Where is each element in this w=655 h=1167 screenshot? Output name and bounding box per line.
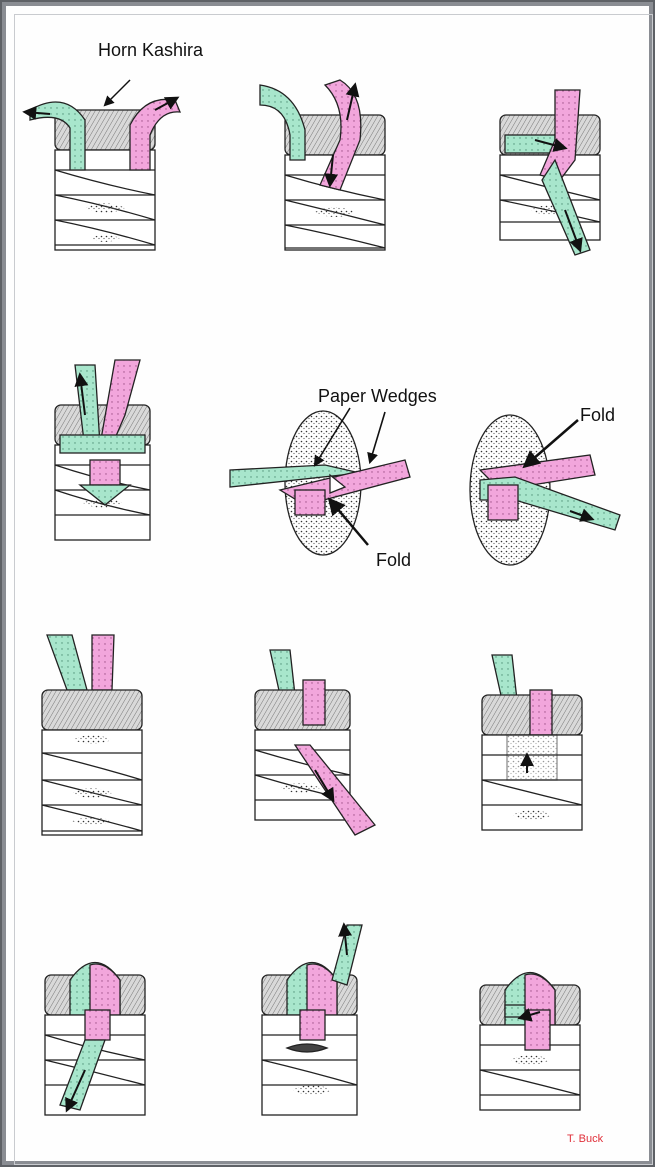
panel-step-8 bbox=[255, 650, 375, 835]
panel-step-12 bbox=[480, 973, 580, 1111]
label-fold-right: Fold bbox=[580, 405, 615, 426]
panel-step-4 bbox=[55, 360, 150, 540]
label-paper-wedges: Paper Wedges bbox=[318, 386, 437, 407]
artist-credit: T. Buck bbox=[567, 1133, 603, 1145]
panel-step-3 bbox=[500, 90, 600, 255]
panel-step-9 bbox=[482, 655, 582, 830]
panel-step-10 bbox=[45, 963, 145, 1116]
label-fold-center: Fold bbox=[376, 550, 411, 571]
panel-step-7 bbox=[42, 635, 142, 835]
panel-step-11 bbox=[262, 925, 362, 1115]
panel-step-1 bbox=[25, 80, 180, 250]
panel-step-5 bbox=[230, 411, 410, 555]
panel-step-6 bbox=[470, 415, 620, 565]
panel-step-2 bbox=[260, 80, 385, 250]
paper-wedges-pointer-right bbox=[370, 412, 385, 462]
label-horn-kashira: Horn Kashira bbox=[98, 40, 203, 61]
